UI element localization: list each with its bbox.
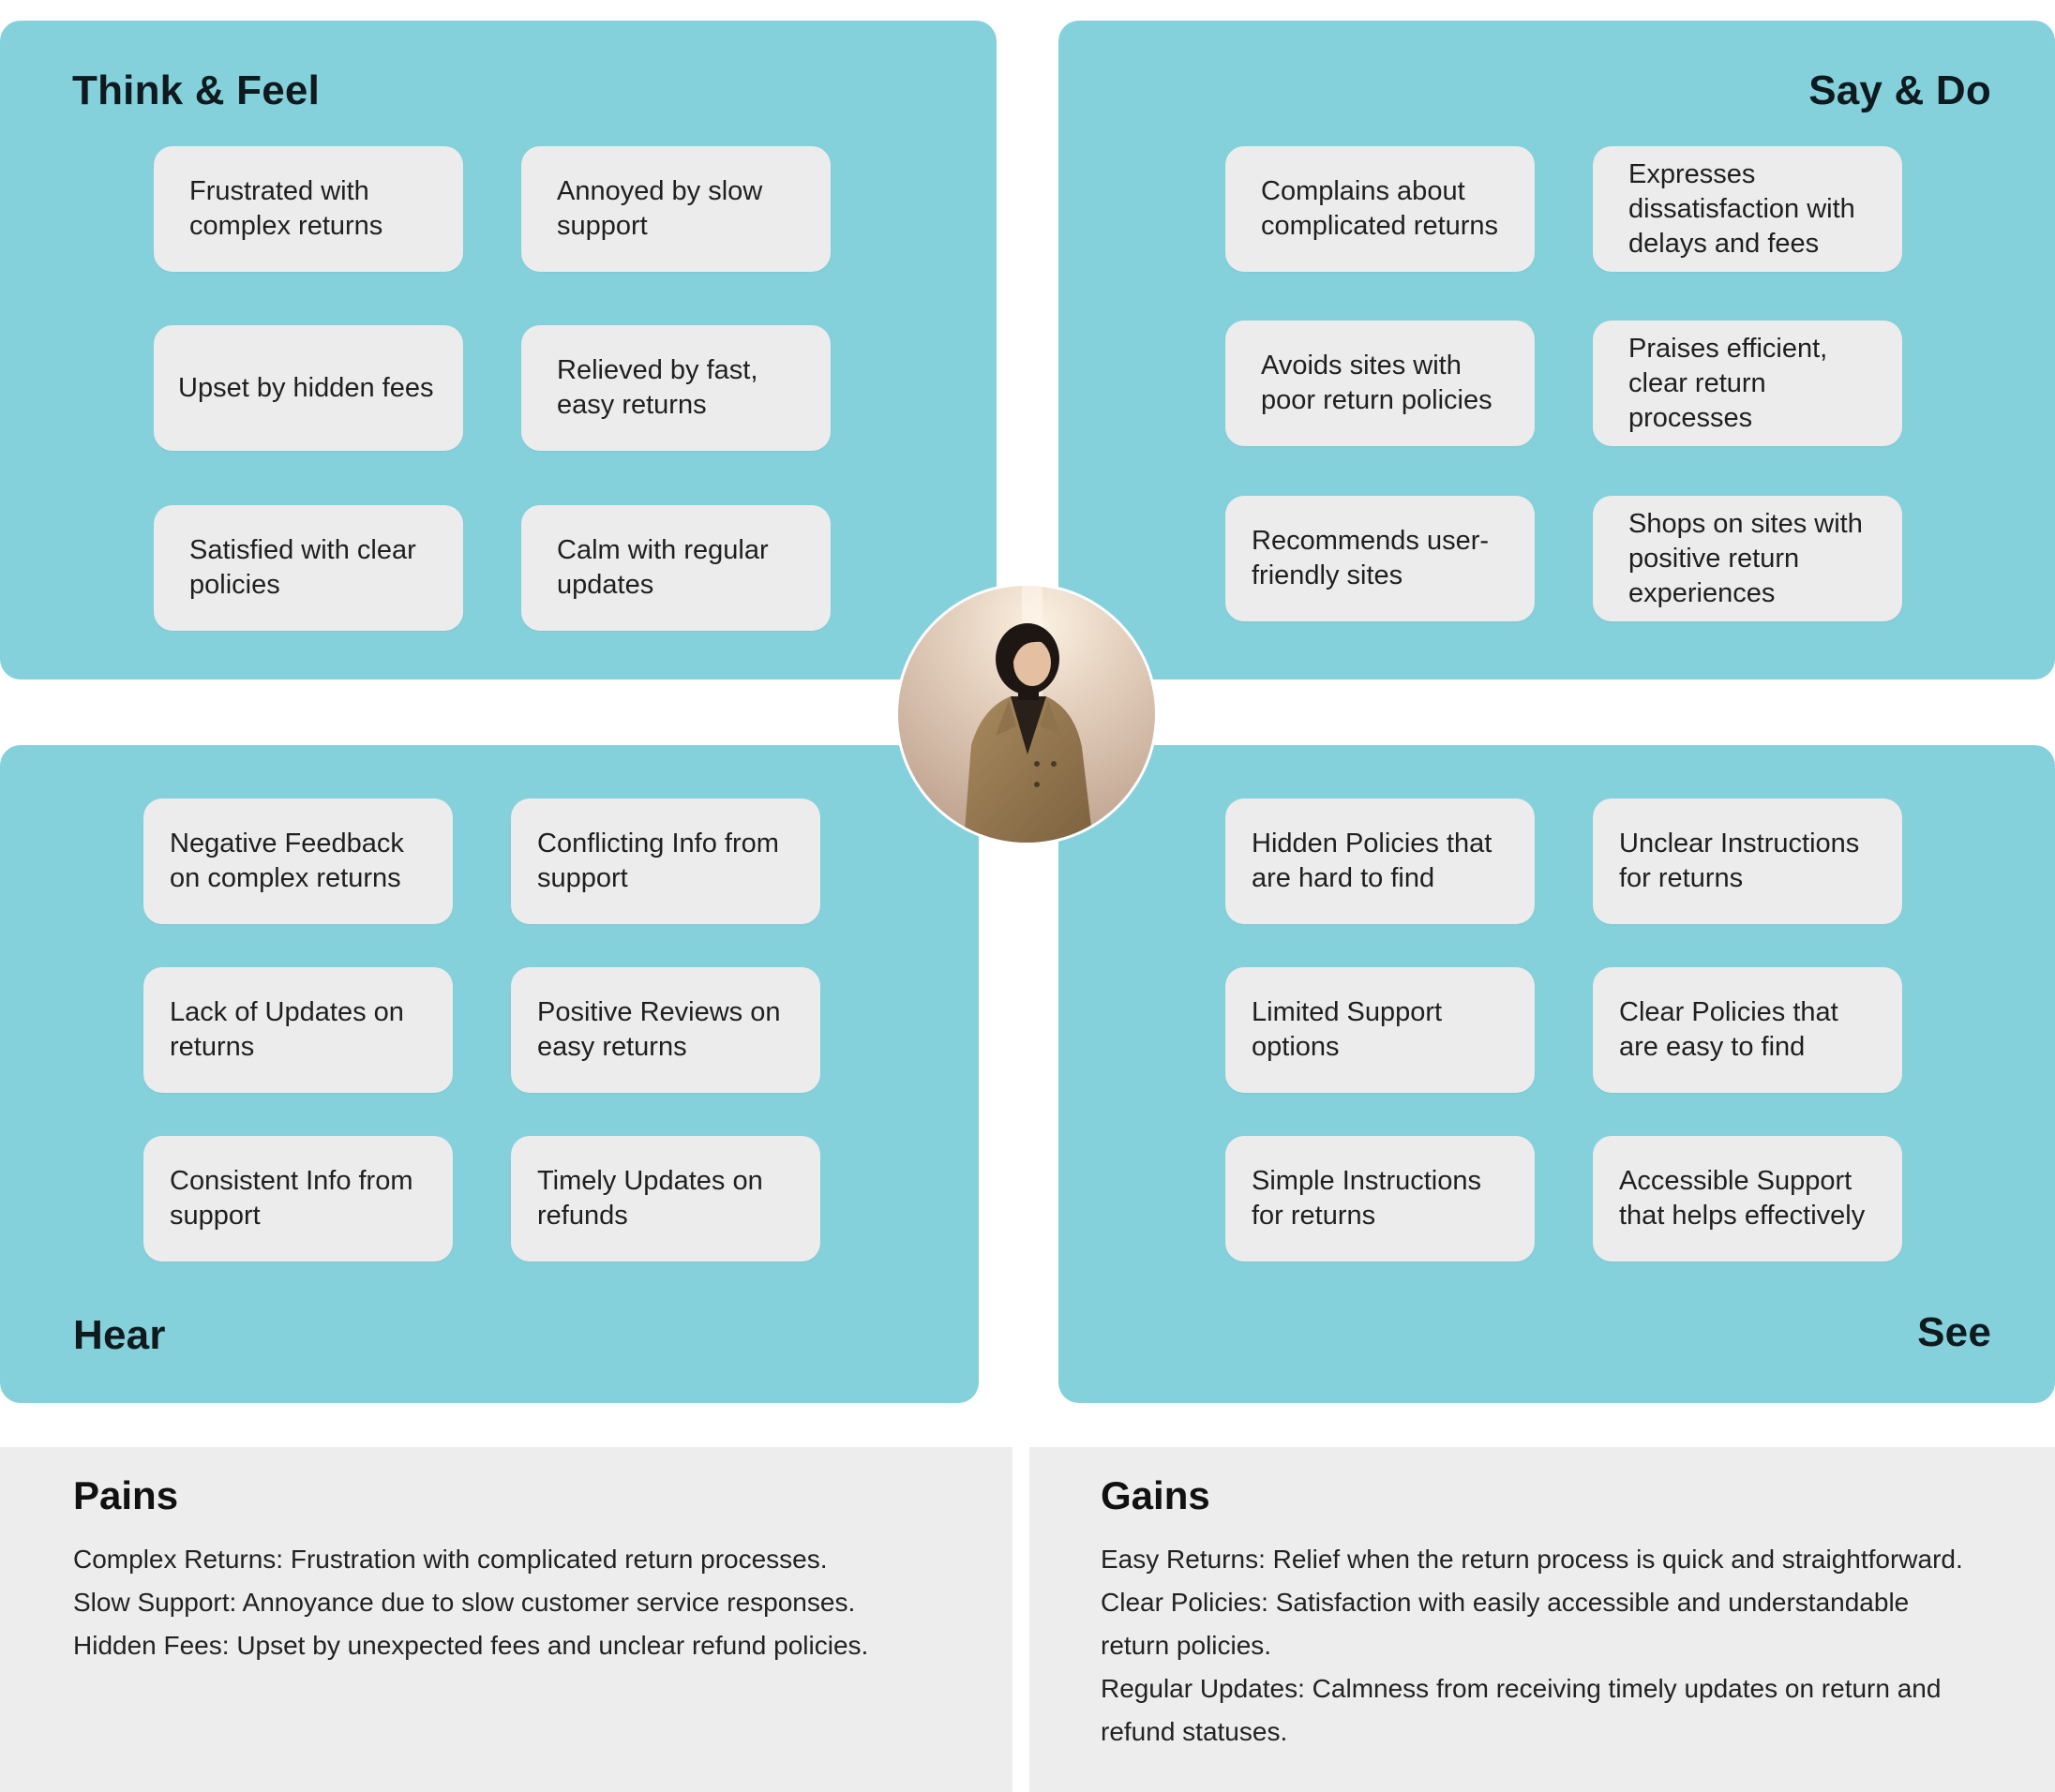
sticky-note: Avoids sites with poor return policies [1225,321,1535,446]
think-feel-quadrant: Think & Feel Frustrated with complex ret… [0,21,997,679]
sticky-note: Consistent Info from support [143,1136,453,1262]
sticky-note: Satisfied with clear policies [154,505,463,631]
say-do-title: Say & Do [1808,67,1991,113]
say-do-quadrant: Say & Do Complains about complicated ret… [1058,21,2055,679]
sticky-note: Annoyed by slow support [521,146,831,272]
sticky-note: Negative Feedback on complex returns [143,799,453,924]
hear-quadrant: Negative Feedback on complex returns Con… [0,745,979,1403]
hear-title: Hear [73,1312,166,1358]
gains-list: Easy Returns: Relief when the return pro… [1101,1538,1982,1754]
gains-title: Gains [1101,1473,1210,1517]
sticky-note: Upset by hidden fees [154,325,463,451]
gains-panel: Gains Easy Returns: Relief when the retu… [1029,1447,2055,1792]
gain-item: Easy Returns: Relief when the return pro… [1101,1545,1963,1574]
persona-photo [898,586,1155,843]
sticky-note: Expresses dissatisfaction with delays an… [1593,146,1902,272]
pain-item: Slow Support: Annoyance due to slow cust… [73,1588,856,1617]
sticky-note: Complains about complicated returns [1225,146,1535,272]
sticky-note: Accessible Support that helps effectivel… [1593,1136,1902,1262]
sticky-note: Hidden Policies that are hard to find [1225,799,1535,924]
sticky-note: Limited Support options [1225,967,1535,1093]
sticky-note: Praises efficient, clear return processe… [1593,321,1902,446]
sticky-note: Unclear Instructions for returns [1593,799,1902,924]
pains-title: Pains [73,1473,179,1517]
persona-avatar [898,586,1155,843]
gain-item: Clear Policies: Satisfaction with easily… [1101,1588,1910,1660]
sticky-note: Relieved by fast, easy returns [521,325,831,451]
sticky-note: Recommends user-friendly sites [1225,496,1535,621]
pain-item: Hidden Fees: Upset by unexpected fees an… [73,1631,869,1660]
see-quadrant: Hidden Policies that are hard to find Un… [1058,745,2055,1403]
think-feel-title: Think & Feel [72,67,320,113]
sticky-note: Shops on sites with positive return expe… [1593,496,1902,621]
sticky-note: Positive Reviews on easy returns [511,967,820,1093]
sticky-note: Lack of Updates on returns [143,967,453,1093]
sticky-note: Clear Policies that are easy to find [1593,967,1902,1093]
sticky-note: Calm with regular updates [521,505,831,631]
sticky-note: Conflicting Info from support [511,799,820,924]
sticky-note: Simple Instructions for returns [1225,1136,1535,1262]
pains-panel: Pains Complex Returns: Frustration with … [0,1447,1012,1792]
pains-list: Complex Returns: Frustration with compli… [73,1538,992,1667]
sticky-note: Timely Updates on refunds [511,1136,820,1262]
sticky-note: Frustrated with complex returns [154,146,463,272]
see-title: See [1917,1309,1991,1355]
gain-item: Regular Updates: Calmness from receiving… [1101,1674,1942,1746]
pain-item: Complex Returns: Frustration with compli… [73,1545,828,1574]
